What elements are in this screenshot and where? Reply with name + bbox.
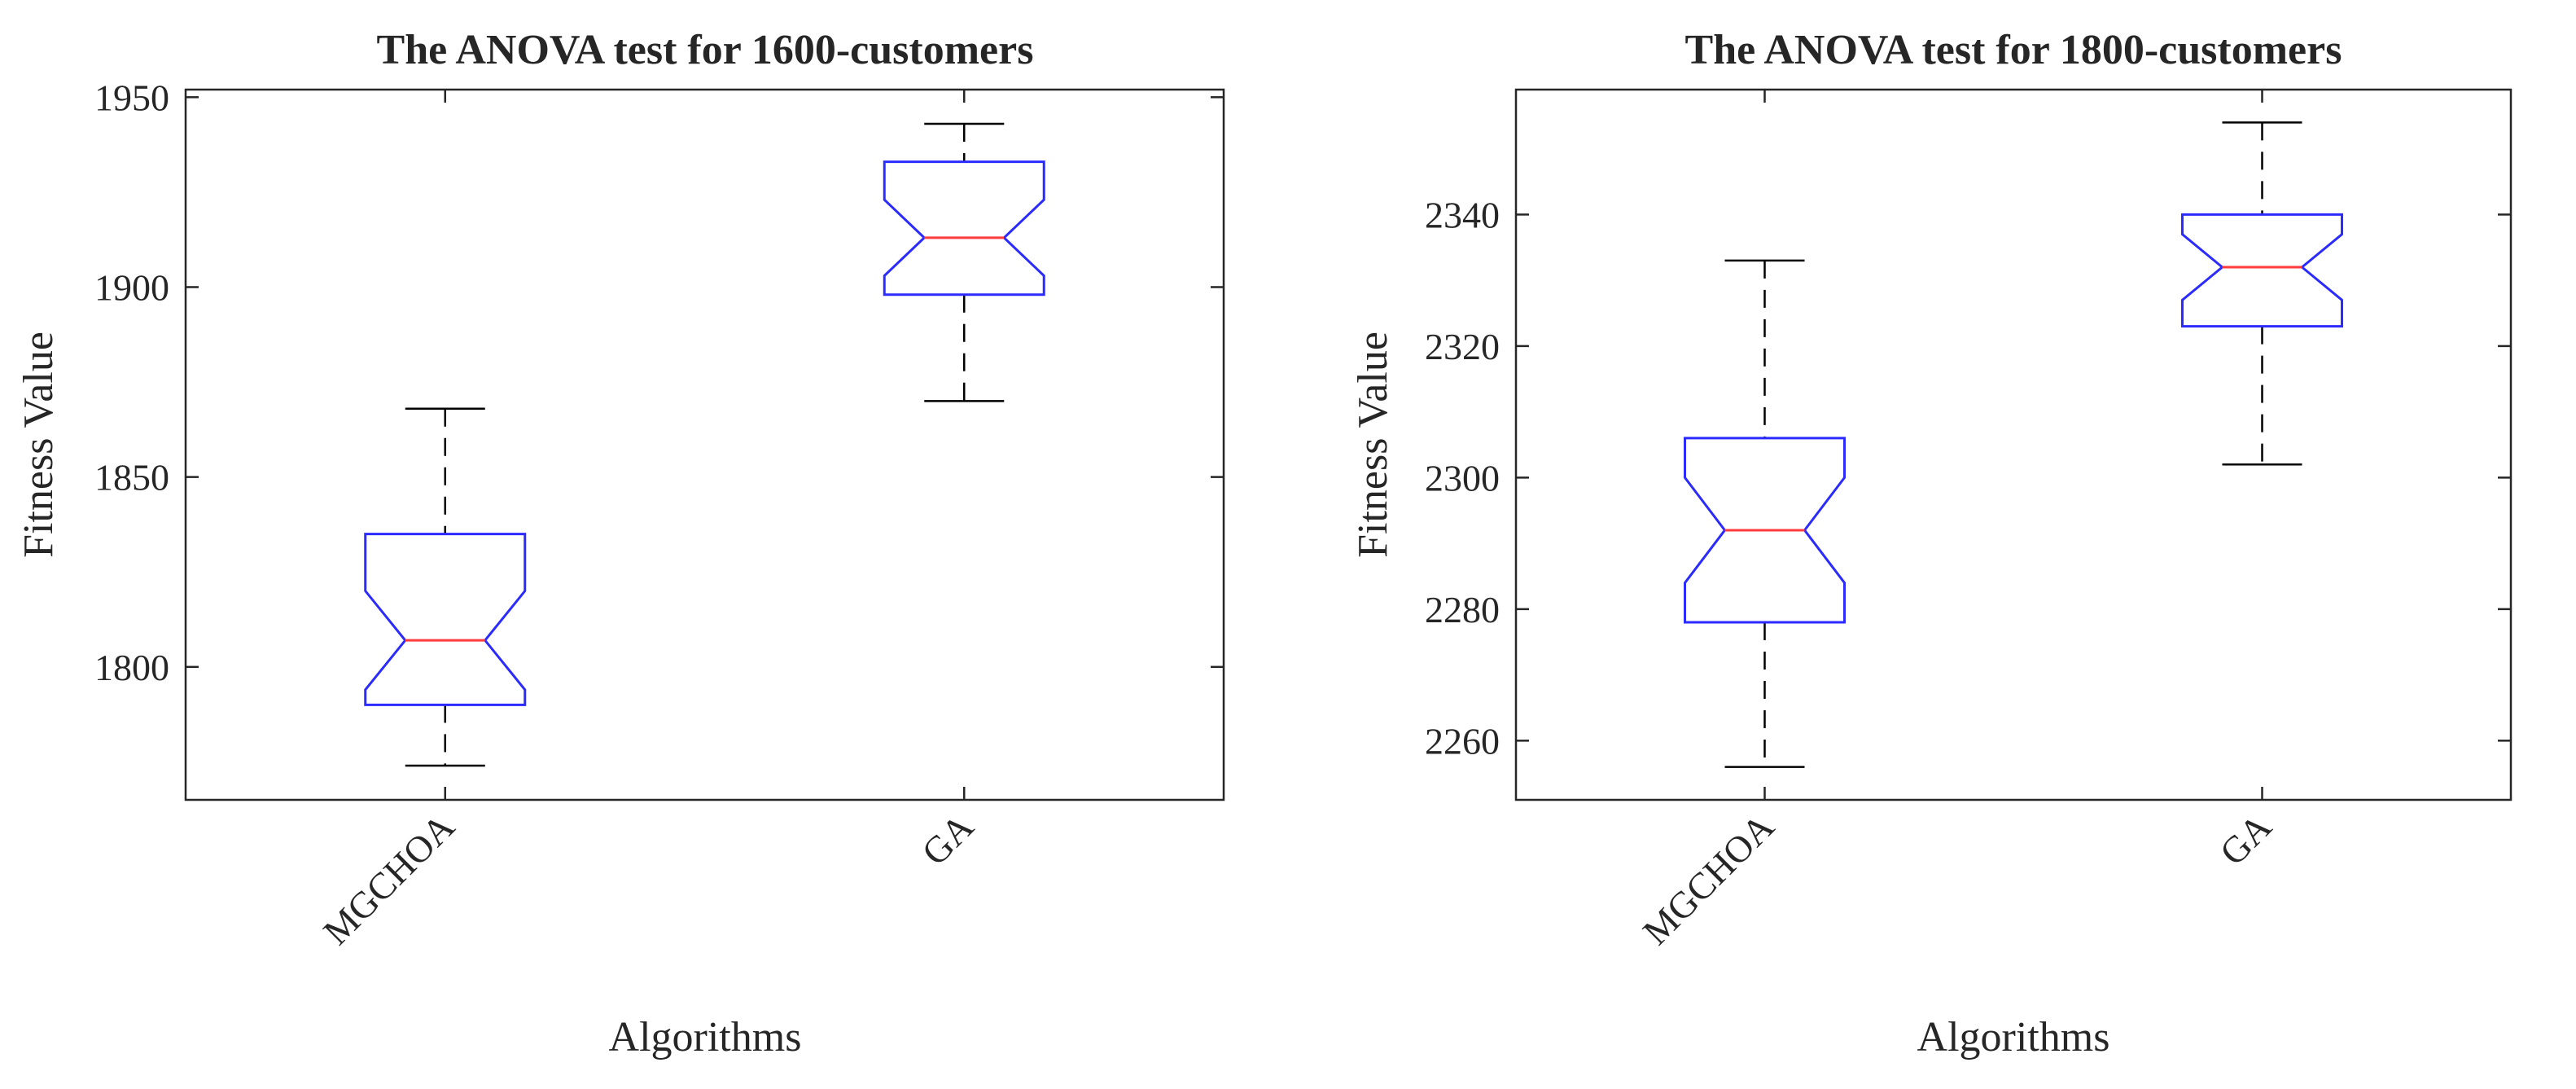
x-axis-label: Algorithms xyxy=(609,1014,802,1060)
y-tick-label: 2300 xyxy=(1425,457,1500,498)
chart-title: The ANOVA test for 1600-customers xyxy=(377,27,1034,73)
x-tick-label: GA xyxy=(2212,806,2280,873)
plot-area-frame xyxy=(184,88,1225,801)
chart-title: The ANOVA test for 1800-customers xyxy=(1685,27,2342,73)
notched-box xyxy=(2181,213,2343,328)
y-tick-label: 2320 xyxy=(1425,326,1500,367)
y-tick-label: 1900 xyxy=(94,266,169,308)
x-tick-label: MGCHOA xyxy=(1635,806,1782,953)
x-tick-label: MGCHOA xyxy=(315,806,462,953)
notched-box xyxy=(364,533,527,706)
x-tick-label: GA xyxy=(913,806,981,873)
x-axis-label: Algorithms xyxy=(1917,1014,2110,1060)
y-tick-label: 2280 xyxy=(1425,589,1500,630)
y-tick-label: 2340 xyxy=(1425,194,1500,235)
panel-1800-customers: The ANOVA test for 1800-customers 2260 228… xyxy=(1350,27,2512,1060)
panel-1600-customers: The ANOVA test for 1600-customers 1800 185… xyxy=(15,27,1225,1060)
y-tick-label: 1800 xyxy=(94,647,169,688)
plot-area-frame xyxy=(1514,88,2512,801)
y-tick-label: 1950 xyxy=(94,77,169,118)
box-mgchoa xyxy=(364,407,527,767)
y-tick-label: 1850 xyxy=(94,457,169,498)
box-ga xyxy=(883,122,1045,402)
y-axis-label: Fitness Value xyxy=(15,332,62,558)
y-tick-label: 2260 xyxy=(1425,720,1500,762)
box-ga xyxy=(2181,121,2343,466)
notched-box xyxy=(883,160,1045,296)
y-axis-label: Fitness Value xyxy=(1350,332,1396,558)
notched-box xyxy=(1684,437,1846,624)
box-mgchoa xyxy=(1684,259,1846,768)
